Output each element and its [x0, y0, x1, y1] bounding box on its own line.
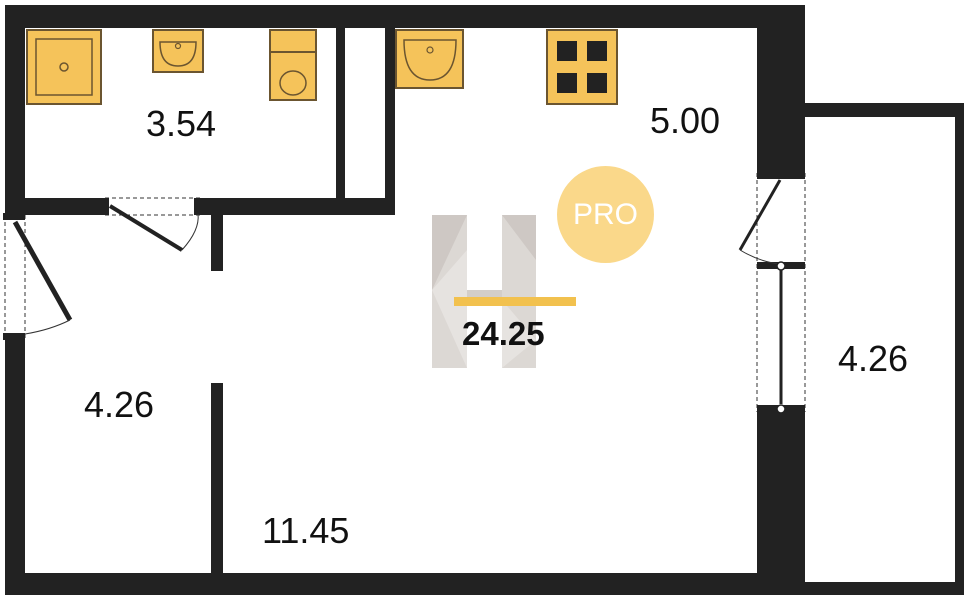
room-area-bathroom: 3.54 [146, 103, 217, 144]
logo-h-icon [432, 215, 536, 368]
stove-icon [546, 29, 618, 105]
room-area-kitchen: 5.00 [650, 100, 721, 141]
door-swing-icon [3, 213, 73, 340]
door-swing-icon [102, 197, 201, 252]
room-area-balcony: 4.26 [838, 338, 909, 379]
toilet-icon [269, 29, 317, 101]
accent-bar [454, 297, 576, 306]
pro-badge: PRO [557, 166, 654, 263]
shower-icon [26, 29, 102, 105]
pro-badge-label: PRO [572, 197, 638, 231]
washbasin-icon [152, 29, 204, 73]
walls [5, 5, 964, 595]
total-area: 24.25 [462, 315, 545, 352]
door-swing-icon [738, 173, 806, 414]
room-area-living: 11.45 [262, 510, 350, 551]
kitchen-sink-icon [395, 29, 464, 89]
room-area-hallway: 4.26 [84, 384, 155, 425]
